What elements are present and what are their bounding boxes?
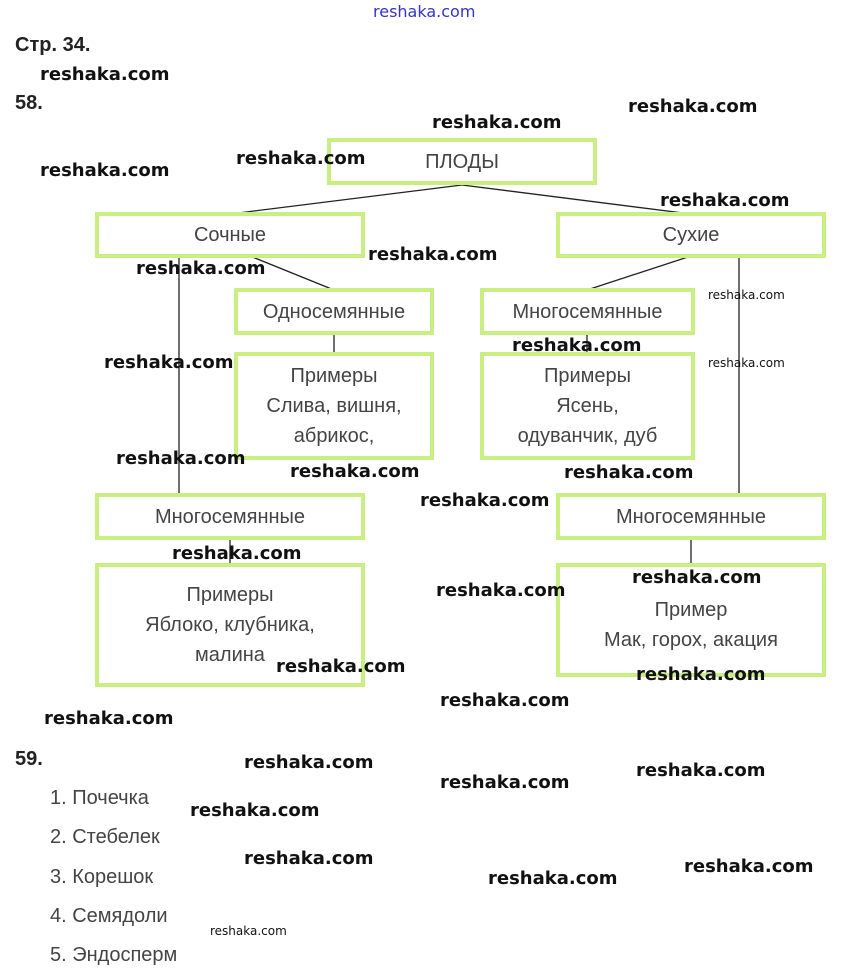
node-juicy-multi-seed: Многосемянные	[95, 493, 365, 540]
watermark: reshaka.com	[440, 690, 570, 711]
examples-line: Ясень,	[556, 395, 619, 417]
watermark: reshaka.com	[636, 664, 766, 685]
watermark: reshaka.com	[116, 448, 246, 469]
watermark: reshaka.com	[373, 2, 476, 21]
node-label: Односемянные	[262, 300, 406, 323]
examples-line: Слива, вишня,	[266, 395, 402, 417]
list-item: 5. Эндосперм	[50, 944, 178, 966]
watermark: reshaka.com	[660, 190, 790, 211]
watermark: reshaka.com	[210, 924, 287, 938]
list-item: 1. Почечка	[50, 787, 149, 809]
watermark: reshaka.com	[564, 462, 694, 483]
examples-line: абрикос,	[293, 425, 375, 447]
watermark: reshaka.com	[488, 868, 618, 889]
examples-line: Яблоко, клубника,	[145, 614, 315, 636]
watermark: reshaka.com	[368, 244, 498, 265]
watermark: reshaka.com	[44, 708, 174, 729]
watermark: reshaka.com	[40, 64, 170, 85]
examples-line: малина	[195, 644, 265, 666]
examples-title: Пример	[654, 599, 728, 621]
node-juicy-single-seed: Односемянные	[234, 288, 434, 335]
examples-line: одуванчик, дуб	[517, 425, 658, 447]
node-juicy-single-examples: Примеры Слива, вишня, абрикос,	[234, 352, 434, 460]
watermark: reshaka.com	[290, 461, 420, 482]
node-fruits: ПЛОДЫ	[327, 138, 597, 185]
page-label: Стр. 34.	[15, 34, 91, 56]
node-label: ПЛОДЫ	[425, 150, 499, 173]
watermark: reshaka.com	[708, 288, 785, 302]
node-juicy-multi-examples: Примеры Яблоко, клубника, малина	[95, 563, 365, 687]
watermark: reshaka.com	[236, 148, 366, 169]
examples-title: Примеры	[290, 365, 378, 387]
watermark: reshaka.com	[104, 352, 234, 373]
watermark: reshaka.com	[440, 772, 570, 793]
watermark: reshaka.com	[684, 856, 814, 877]
task-58-number: 58.	[15, 92, 43, 114]
watermark: reshaka.com	[244, 848, 374, 869]
examples-line: Мак, горох, акация	[604, 629, 778, 651]
watermark: reshaka.com	[436, 580, 566, 601]
watermark: reshaka.com	[172, 543, 302, 564]
list-item: 3. Корешок	[50, 866, 154, 888]
task-59-number: 59.	[15, 748, 43, 770]
node-label: Сочные	[193, 224, 267, 246]
node-dry-multi-top-examples: Примеры Ясень, одуванчик, дуб	[480, 352, 695, 460]
watermark: reshaka.com	[512, 335, 642, 356]
watermark: reshaka.com	[420, 490, 550, 511]
watermark: reshaka.com	[244, 752, 374, 773]
watermark: reshaka.com	[632, 567, 762, 588]
watermark: reshaka.com	[276, 656, 406, 677]
list-item: 4. Семядоли	[50, 905, 168, 927]
examples-title: Примеры	[543, 365, 632, 387]
watermark: reshaka.com	[432, 112, 562, 133]
node-label: Многосемянные	[615, 505, 767, 528]
list-item: 2. Стебелек	[50, 826, 160, 848]
node-dry-multi-examples: Пример Мак, горох, акация	[556, 563, 826, 677]
watermark: reshaka.com	[136, 258, 266, 279]
node-dry-multi-seed-top: Многосемянные	[480, 288, 695, 335]
node-label: Сухие	[662, 224, 720, 246]
watermark: reshaka.com	[628, 96, 758, 117]
node-juicy: Сочные	[95, 212, 365, 258]
node-label: Многосемянные	[154, 505, 306, 528]
watermark: reshaka.com	[40, 160, 170, 181]
examples-title: Примеры	[186, 584, 274, 606]
node-dry-multi-seed: Многосемянные	[556, 493, 826, 540]
node-label: Многосемянные	[512, 300, 663, 323]
watermark: reshaka.com	[636, 760, 766, 781]
watermark: reshaka.com	[190, 800, 320, 821]
node-dry: Сухие	[556, 212, 826, 258]
watermark: reshaka.com	[708, 356, 785, 370]
